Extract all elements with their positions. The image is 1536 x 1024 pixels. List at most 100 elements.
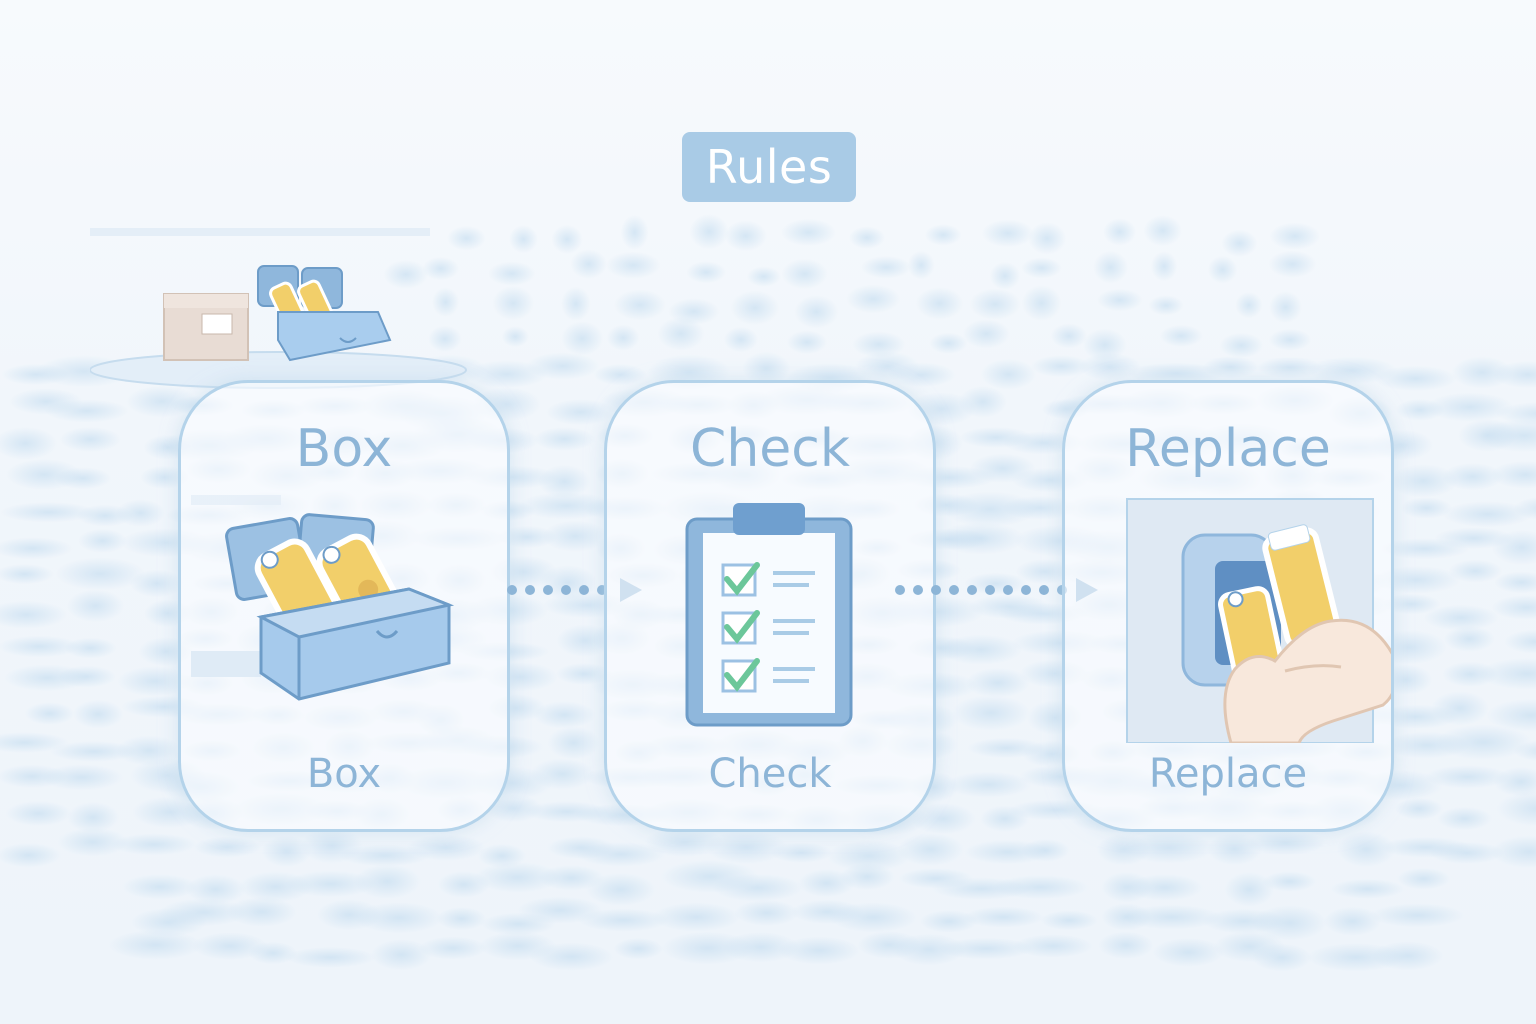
wash-blot (248, 941, 298, 965)
wash-blot (1442, 501, 1534, 528)
wash-blot (418, 936, 487, 960)
wash-blot (945, 771, 1032, 798)
wash-blot (734, 899, 800, 927)
wash-blot (861, 255, 912, 279)
wash-blot (353, 863, 421, 900)
wash-blot (406, 834, 486, 861)
wash-blot (66, 589, 125, 623)
wash-blot (55, 557, 146, 591)
step-heading: Check (690, 419, 850, 479)
wash-blot (1251, 943, 1312, 972)
wash-blot (64, 637, 117, 659)
wash-blot (115, 499, 166, 527)
wash-blot (1268, 328, 1312, 351)
wash-blot (1435, 724, 1532, 760)
wash-blot (140, 465, 189, 489)
wash-blot (0, 732, 69, 753)
wash-blot (705, 830, 788, 865)
wash-blot (1097, 931, 1154, 960)
wash-blot (892, 933, 966, 966)
wash-blot (742, 351, 791, 386)
wash-blot (620, 214, 649, 250)
wash-blot (606, 324, 640, 351)
checklist-clipboard-icon (685, 503, 853, 727)
wash-blot (577, 908, 670, 933)
wash-blot (711, 873, 804, 902)
wash-blot (1478, 658, 1536, 690)
wash-blot (1151, 937, 1225, 968)
wash-blot (1396, 867, 1451, 890)
page-title: Rules (682, 132, 856, 202)
wash-blot (560, 286, 591, 322)
wash-blot (383, 260, 429, 289)
wash-blot (193, 836, 262, 858)
wash-blot (777, 936, 861, 965)
wash-blot (0, 537, 73, 560)
wash-blot (1021, 257, 1062, 279)
wash-blot (67, 802, 120, 833)
wash-blot (436, 906, 487, 931)
wash-blot (0, 502, 97, 523)
wash-blot (1150, 251, 1178, 282)
wash-blot (0, 564, 54, 585)
wash-blot (593, 363, 647, 386)
wash-blot (1127, 362, 1225, 385)
wash-blot (1021, 838, 1070, 862)
wash-blot (1323, 906, 1382, 937)
wash-blot (1202, 355, 1259, 379)
wash-blot (0, 600, 68, 629)
wash-blot (1491, 529, 1536, 566)
wash-blot (121, 874, 198, 900)
step-heading: Replace (1125, 419, 1331, 479)
wash-blot (538, 465, 591, 499)
wash-blot (1494, 571, 1536, 594)
wash-blot (428, 325, 462, 353)
wash-blot (545, 399, 616, 426)
hand-replacing-battery-icon (1126, 498, 1391, 743)
wash-blot (915, 287, 964, 320)
wash-blot (992, 875, 1089, 900)
wash-blot (1039, 910, 1099, 931)
wash-blot (1235, 292, 1263, 319)
wash-blot (1257, 356, 1323, 379)
wash-blot (111, 833, 197, 856)
wash-blot (1219, 332, 1264, 359)
wash-blot (781, 258, 828, 290)
wash-blot (1388, 464, 1458, 498)
wash-blot (951, 695, 1030, 731)
wash-blot (965, 668, 1030, 698)
shelf-back-line (90, 228, 430, 236)
wash-blot (897, 833, 964, 866)
box-of-tagged-batteries-icon (191, 495, 455, 701)
step-card-box: Box Box (178, 380, 510, 832)
wash-blot (422, 256, 460, 281)
wash-blot (41, 764, 123, 791)
wash-blot (605, 251, 661, 279)
wash-blot (1103, 218, 1136, 246)
wash-blot (1050, 323, 1088, 349)
wash-blot (1490, 461, 1536, 489)
wash-blot (746, 266, 781, 287)
wash-blot (989, 261, 1021, 290)
wash-blot (846, 284, 901, 314)
wash-blot (509, 225, 538, 254)
wash-blot (724, 220, 767, 252)
wash-blot (49, 741, 139, 762)
wash-blot (730, 290, 780, 326)
wash-blot (1496, 790, 1536, 827)
wash-blot (530, 758, 595, 790)
wash-blot (1486, 699, 1536, 732)
wash-blot (849, 226, 885, 249)
wash-blot (1448, 559, 1503, 583)
wash-blot (1012, 934, 1094, 958)
wash-blot (1079, 352, 1141, 381)
wash-blot (613, 937, 664, 960)
wash-blot (958, 385, 1008, 418)
wash-blot (657, 316, 705, 351)
wash-blot (477, 843, 527, 868)
wash-blot (526, 352, 600, 380)
wash-blot (354, 901, 444, 934)
wash-blot (1224, 872, 1275, 907)
wash-blot (1262, 871, 1317, 892)
wash-blot (1428, 841, 1505, 864)
